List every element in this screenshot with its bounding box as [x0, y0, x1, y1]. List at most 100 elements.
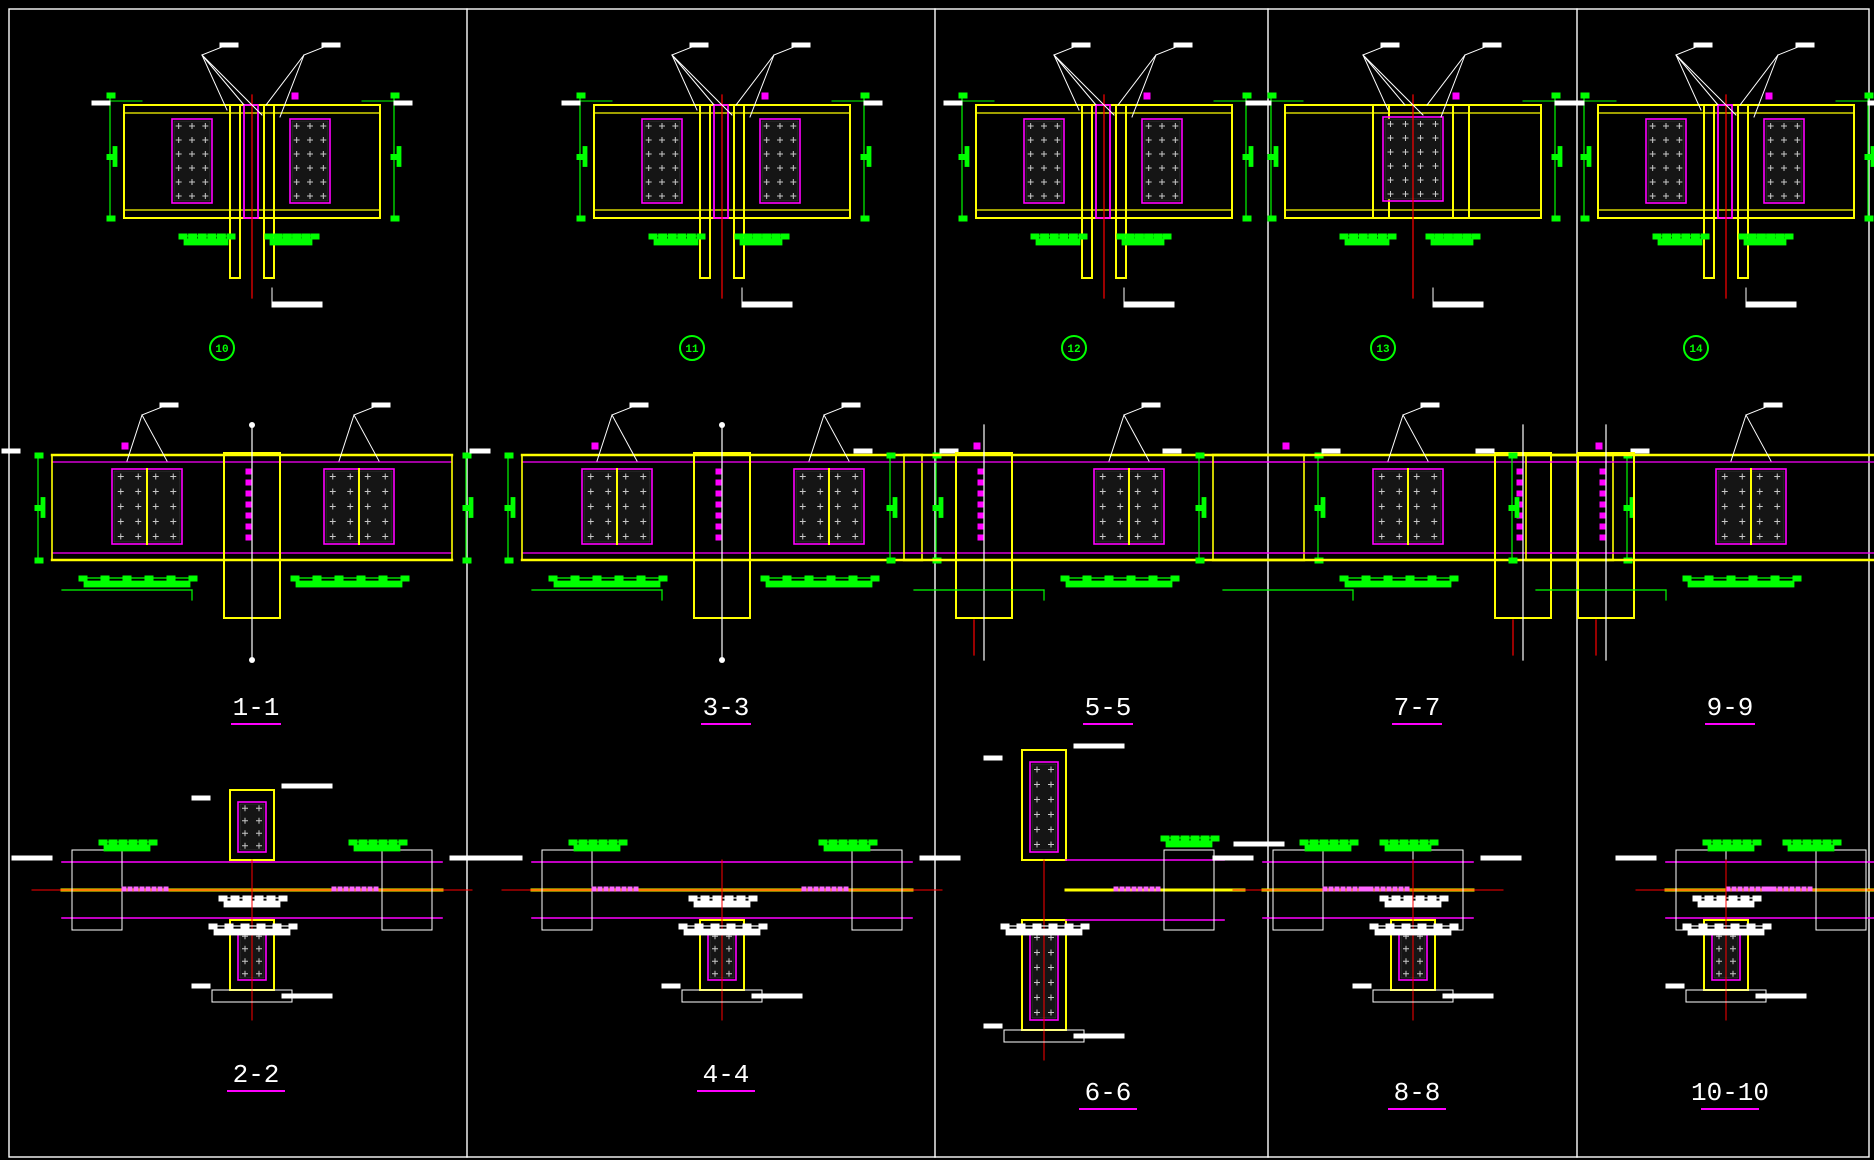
- dim-tick: [1730, 923, 1740, 930]
- weld-bead: [615, 886, 621, 892]
- dim-tick: [356, 575, 366, 582]
- weld-bead: [1795, 886, 1801, 892]
- dim-tick: [1195, 452, 1205, 459]
- dim-tick: [1134, 233, 1144, 240]
- dimension-text: [1430, 238, 1474, 246]
- dim-tick: [1358, 233, 1368, 240]
- dim-tick: [388, 839, 398, 846]
- weld-mark: [1516, 490, 1523, 497]
- dimension-text: [1273, 146, 1279, 167]
- weld-mark: [715, 468, 722, 475]
- dim-tick: [1704, 575, 1714, 582]
- dim-tick: [771, 233, 781, 240]
- weld-bead: [151, 886, 157, 892]
- dim-tick: [1747, 233, 1757, 240]
- leader-line: [611, 414, 638, 462]
- dim-tick: [34, 452, 44, 459]
- dim-tick: [1702, 839, 1712, 846]
- dim-tick: [782, 575, 792, 582]
- dimension-text: [1005, 928, 1083, 936]
- dim-tick: [588, 839, 598, 846]
- label-block: [1173, 42, 1193, 48]
- leader-line: [353, 406, 375, 416]
- dim-tick: [106, 92, 116, 99]
- dim-tick: [144, 575, 154, 582]
- dim-tick: [1148, 575, 1158, 582]
- dim-tick: [108, 839, 118, 846]
- dim-tick: [614, 575, 624, 582]
- note-text: [1212, 855, 1254, 861]
- plate-hatch: [1025, 120, 1063, 202]
- plate-hatch: [173, 120, 211, 202]
- weld-mark: [1516, 523, 1523, 530]
- label-block: [1763, 402, 1783, 408]
- dim-tick: [694, 923, 704, 930]
- dimension-text: [1201, 497, 1207, 518]
- dim-tick: [1681, 233, 1691, 240]
- detail-mark: 11: [679, 335, 705, 361]
- dim-tick: [504, 452, 514, 459]
- dim-tick: [743, 233, 753, 240]
- dim-tick: [1732, 839, 1742, 846]
- leader-line: [1053, 54, 1080, 111]
- dimension-text: [653, 238, 699, 246]
- dim-tick: [696, 233, 706, 240]
- weld-bead: [1755, 886, 1761, 892]
- leader-line: [201, 54, 263, 116]
- weld-mark: [977, 479, 984, 486]
- dim-tick: [1792, 575, 1802, 582]
- dim-tick: [188, 575, 198, 582]
- dim-tick: [1409, 839, 1419, 846]
- weld-bead: [1328, 886, 1334, 892]
- weld-bead: [627, 886, 633, 892]
- weld-bead: [1765, 886, 1771, 892]
- label-block: [1380, 42, 1400, 48]
- weld-bead: [1807, 886, 1813, 892]
- dim-tick: [1752, 839, 1762, 846]
- dim-tick: [1082, 575, 1092, 582]
- leader-line: [1675, 54, 1719, 106]
- weld-bead: [1783, 886, 1789, 892]
- note-text: [1755, 993, 1807, 999]
- label-block: [191, 983, 211, 989]
- splice-plate: [1023, 118, 1065, 204]
- weld-bead: [139, 886, 145, 892]
- dim-tick: [106, 215, 116, 222]
- dim-tick: [870, 575, 880, 582]
- dimension-text: [103, 844, 151, 852]
- leader-line: [1117, 54, 1157, 106]
- dim-tick: [734, 233, 744, 240]
- plate-hatch: [643, 120, 681, 202]
- weld-bead: [801, 886, 807, 892]
- leader-line: [611, 406, 633, 416]
- weld-mark: [715, 512, 722, 519]
- dim-tick: [760, 575, 770, 582]
- dim-tick: [860, 92, 870, 99]
- dimension-text: [1707, 844, 1755, 852]
- section-marker: [973, 442, 981, 450]
- leader-line: [1123, 406, 1145, 416]
- weld-mark: [1599, 523, 1606, 530]
- dimension-text: [866, 146, 872, 167]
- label-block: [791, 42, 811, 48]
- label-block: [1141, 402, 1161, 408]
- dimension-text: [1344, 238, 1390, 246]
- detail-mark-circle: [1370, 335, 1396, 361]
- weld-mark: [245, 468, 252, 475]
- weld-bead: [367, 886, 373, 892]
- weld-bead: [1801, 886, 1807, 892]
- dim-tick: [848, 839, 858, 846]
- splice-plate: [237, 801, 267, 853]
- weld-bead: [1777, 886, 1783, 892]
- dim-tick: [677, 233, 687, 240]
- label-block: [1565, 100, 1585, 106]
- weld-bead: [1380, 886, 1386, 892]
- dim-tick: [1453, 233, 1463, 240]
- weld-bead: [127, 886, 133, 892]
- dim-tick: [390, 215, 400, 222]
- weld-bead: [807, 886, 813, 892]
- dim-tick: [1170, 575, 1180, 582]
- dim-tick: [1040, 233, 1050, 240]
- dim-tick: [290, 575, 300, 582]
- dim-tick: [576, 92, 586, 99]
